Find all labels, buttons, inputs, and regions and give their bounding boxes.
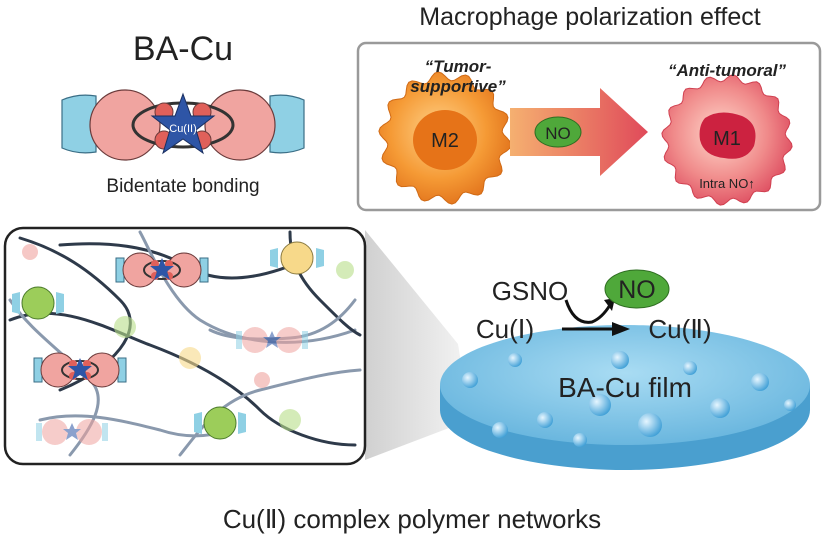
- network-caption: Cu(Ⅱ) complex polymer networks: [223, 504, 601, 534]
- free-ligand: [22, 244, 354, 431]
- reaction-arrowhead: [612, 322, 630, 336]
- cu-complex: [33, 352, 127, 388]
- m1-cell: M1 Intra NO↑: [661, 74, 793, 206]
- no-bubble: [534, 116, 582, 148]
- gsno-label: GSNO: [492, 276, 569, 306]
- m2-quote-line2: supportive”: [410, 77, 506, 96]
- m1-nucleus: [699, 112, 756, 159]
- cu-star-icon: [150, 92, 216, 155]
- film-bubbles: [462, 351, 796, 447]
- m1-label: M1: [713, 128, 741, 150]
- no-product-label: NO: [618, 276, 656, 304]
- release-curve: [564, 299, 612, 324]
- cu-ii-label: Cu(Ⅱ): [648, 314, 711, 344]
- film-label: BA-Cu film: [558, 372, 692, 403]
- m2-label: M2: [431, 130, 459, 152]
- right-ligand-sphere: [204, 89, 276, 161]
- ba-cu-title: BA-Cu: [133, 30, 233, 68]
- ba-cu-caption: Bidentate bonding: [106, 176, 259, 197]
- cu-center-label: Cu(II): [169, 123, 197, 135]
- ba-cu-molecule: Cu(II): [61, 89, 305, 161]
- m2-nucleus: [413, 110, 477, 170]
- m2-quote-line1: “Tumor-: [425, 57, 492, 76]
- macrophage-title: Macrophage polarization effect: [419, 3, 760, 31]
- network-inset: [3, 226, 367, 466]
- right-cap: [269, 94, 305, 154]
- free-ligand: [194, 406, 246, 440]
- cu-complex: [236, 327, 308, 353]
- free-ligand: [270, 241, 324, 275]
- m1-quote: “Anti-tumoral”: [668, 61, 787, 80]
- cu-complex: [36, 419, 108, 445]
- cu-i-label: Cu(Ⅰ): [476, 314, 534, 344]
- ba-cu-section: BA-Cu Cu(II) Bidentate bonding: [61, 30, 305, 197]
- left-cap: [61, 94, 97, 154]
- no-product-bubble: [604, 269, 670, 309]
- film-section: BA-Cu film GSNO Cu(Ⅰ) Cu(Ⅱ) NO: [440, 269, 810, 470]
- network-frame: [3, 226, 367, 466]
- no-label: NO: [545, 124, 571, 143]
- free-ligand: [12, 286, 64, 320]
- m1-sub-label: Intra NO↑: [699, 176, 755, 191]
- m2-cell: M2: [378, 71, 512, 205]
- macrophage-section: Macrophage polarization effect M2 “Tumor…: [356, 3, 822, 212]
- cu-complex: [115, 252, 209, 288]
- left-ligand-sphere: [89, 89, 161, 161]
